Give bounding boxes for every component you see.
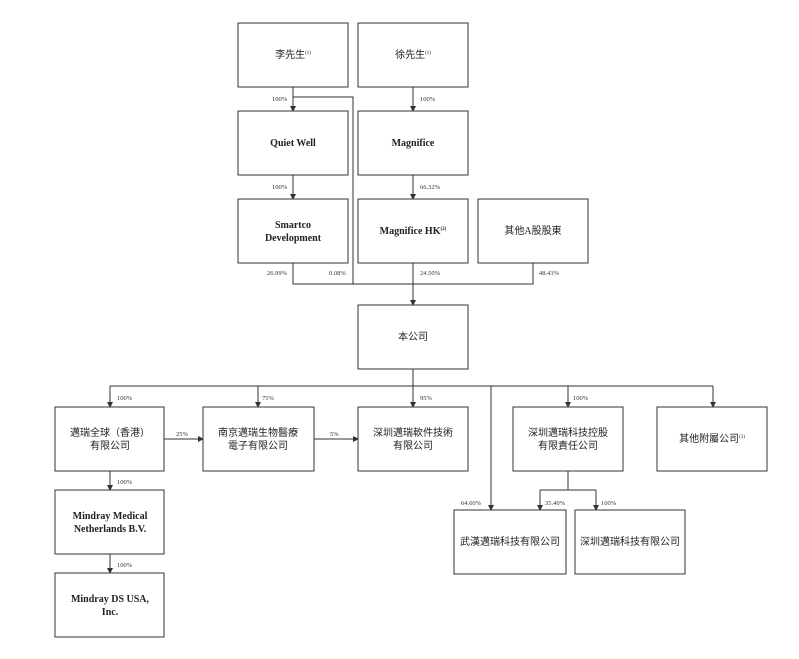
entity-boxes: 李先生(1) 徐先生(1) Quiet Well Magnifice Smart…	[54, 22, 768, 638]
mindray-netherlands-line1: Mindray Medical	[73, 511, 148, 522]
pct-company-holding: 100%	[573, 395, 589, 402]
svg-text:Magnifice HK(2): Magnifice HK(2)	[380, 226, 447, 237]
pct-magnifice-hk-company: 24.50%	[420, 270, 441, 277]
svg-text:徐先生(1): 徐先生(1)	[395, 48, 431, 61]
other-subsidiaries-name: 其他附屬公司	[679, 432, 739, 445]
pct-company-wuhan: 64.60%	[461, 500, 482, 507]
wuhan-mindray-name: 武漢邁瑞科技有限公司	[460, 535, 560, 548]
other-subsidiaries-node: 其他附屬公司(3)	[656, 406, 768, 472]
pct-holding-shenzhen-tech: 100%	[601, 500, 617, 507]
pct-company-global-hk: 100%	[117, 395, 133, 402]
pct-smartco-company: 26.99%	[267, 270, 288, 277]
mindray-netherlands-line2: Netherlands B.V.	[74, 524, 147, 535]
connectors	[107, 87, 716, 574]
smartco-line1: Smartco	[275, 220, 311, 231]
pct-company-software: 95%	[420, 395, 433, 402]
other-subsidiaries-note: (3)	[739, 435, 745, 440]
nanjing-mindray-node: 南京邁瑞生物醫療 電子有限公司	[202, 406, 315, 472]
pct-xu-magnifice: 100%	[420, 96, 436, 103]
company-node: 本公司	[357, 304, 469, 370]
magnifice-hk-name: Magnifice HK	[380, 226, 441, 237]
pct-global-hk-nanjing: 25%	[176, 431, 189, 438]
svg-text:其他附屬公司(3): 其他附屬公司(3)	[679, 432, 745, 445]
pct-global-hk-netherlands: 100%	[117, 479, 133, 486]
wuhan-mindray-node: 武漢邁瑞科技有限公司	[453, 509, 567, 575]
nanjing-mindray-line2: 電子有限公司	[228, 439, 288, 452]
pct-quiet-well-smartco: 100%	[272, 184, 288, 191]
other-a-share-name: 其他A股股東	[504, 224, 561, 237]
magnifice-hk-note: (2)	[440, 227, 446, 232]
other-a-share-node: 其他A股股東	[477, 198, 589, 264]
mindray-netherlands-node: Mindray Medical Netherlands B.V.	[54, 489, 165, 555]
mr-xu-note: (1)	[425, 51, 431, 56]
shenzhen-software-node: 深圳邁瑞軟件技術 有限公司	[357, 406, 469, 472]
connector-li-direct	[293, 96, 354, 284]
mr-li-name: 李先生	[275, 48, 305, 61]
pct-li-direct-company: 0.08%	[329, 270, 346, 277]
magnifice-node: Magnifice	[357, 110, 469, 176]
mr-li-note: (1)	[305, 51, 311, 56]
magnifice-name: Magnifice	[392, 138, 435, 149]
pct-other-a-company: 48.43%	[539, 270, 560, 277]
nanjing-mindray-line1: 南京邁瑞生物醫療	[218, 426, 298, 439]
quiet-well-name: Quiet Well	[270, 138, 316, 149]
shenzhen-holding-line2: 有限責任公司	[538, 439, 598, 452]
mindray-global-hk-line1: 邁瑞全球（香港）	[70, 426, 150, 439]
shenzhen-software-line1: 深圳邁瑞軟件技術	[373, 426, 453, 439]
pct-holding-wuhan: 35.40%	[545, 500, 566, 507]
quiet-well-node: Quiet Well	[237, 110, 349, 176]
magnifice-hk-node: Magnifice HK(2)	[357, 198, 469, 264]
shenzhen-tech-name: 深圳邁瑞科技有限公司	[580, 535, 680, 548]
smartco-node: Smartco Development	[237, 198, 349, 264]
mr-xu-name: 徐先生	[395, 48, 425, 61]
pct-nanjing-software: 5%	[330, 431, 339, 438]
mindray-usa-node: Mindray DS USA, Inc.	[54, 572, 165, 638]
pct-li-quiet-well: 100%	[272, 96, 288, 103]
company-name: 本公司	[398, 330, 428, 343]
shenzhen-holding-line1: 深圳邁瑞科技控股	[528, 426, 608, 439]
pct-magnifice-hk: 66.32%	[420, 184, 441, 191]
mindray-usa-line1: Mindray DS USA,	[71, 594, 150, 605]
mindray-usa-line2: Inc.	[102, 607, 119, 618]
mindray-global-hk-node: 邁瑞全球（香港） 有限公司	[54, 406, 165, 472]
mr-li-node: 李先生(1)	[237, 22, 349, 88]
svg-text:李先生(1): 李先生(1)	[275, 48, 311, 61]
pct-netherlands-usa: 100%	[117, 562, 133, 569]
shenzhen-tech-node: 深圳邁瑞科技有限公司	[574, 509, 686, 575]
smartco-line2: Development	[265, 233, 322, 244]
mindray-global-hk-line2: 有限公司	[90, 439, 130, 452]
mr-xu-node: 徐先生(1)	[357, 22, 469, 88]
percentage-labels: 100% 100% 100% 66.32% 26.99% 0.08% 24.50…	[117, 96, 617, 569]
shenzhen-software-line2: 有限公司	[393, 439, 433, 452]
shenzhen-holding-node: 深圳邁瑞科技控股 有限責任公司	[512, 406, 624, 472]
pct-company-nanjing: 75%	[262, 395, 275, 402]
